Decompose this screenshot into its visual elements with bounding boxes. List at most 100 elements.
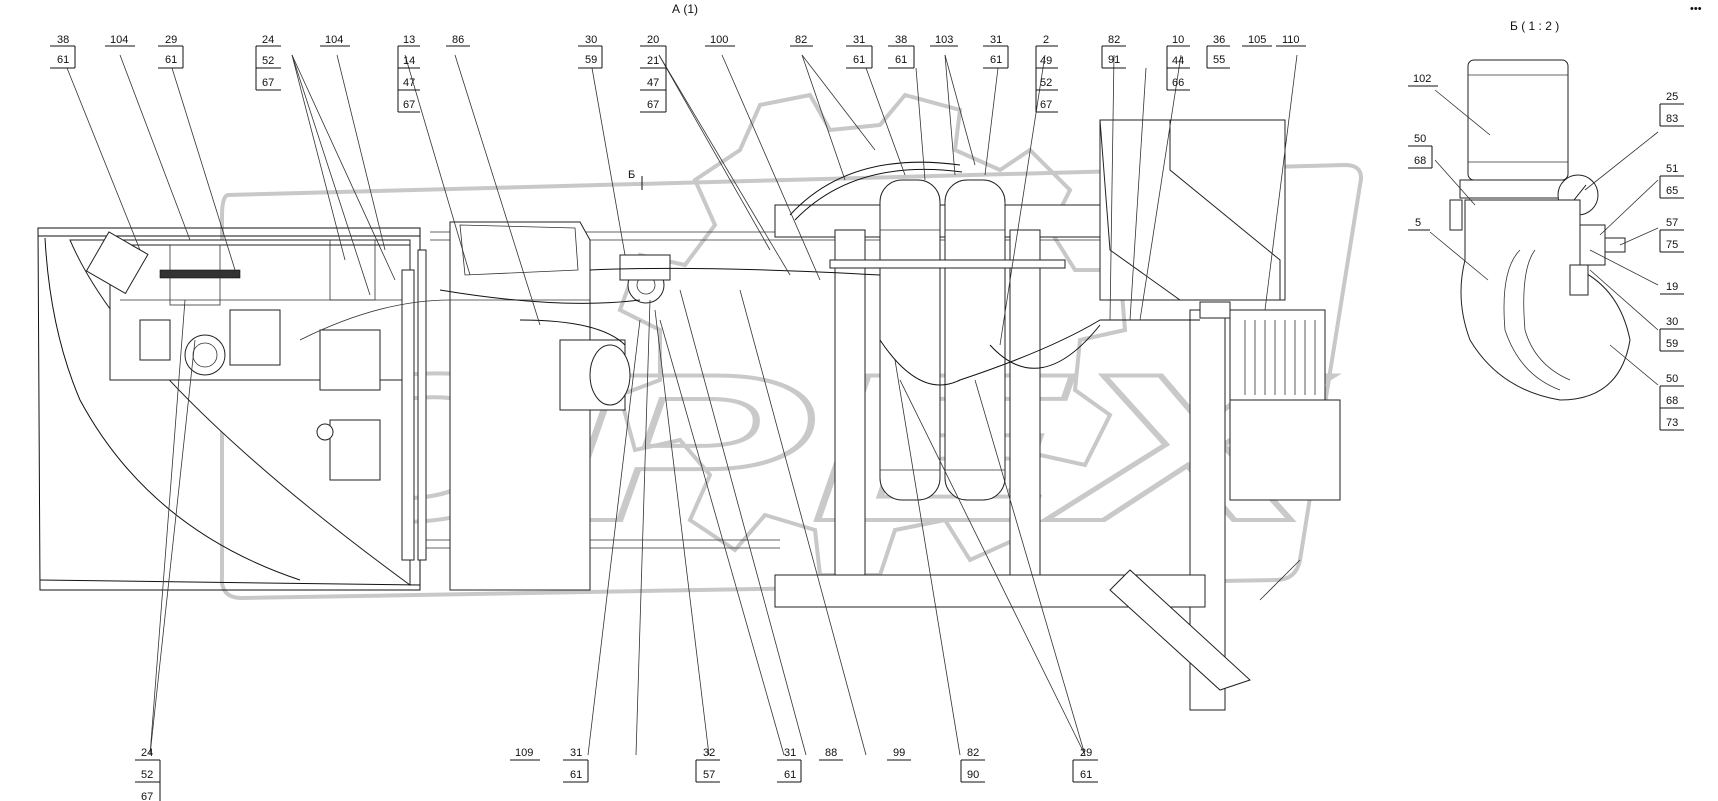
motor-fins	[1244, 320, 1316, 395]
callout-24a: 24 52 67	[255, 34, 281, 91]
callout-86: 86	[446, 34, 470, 47]
svg-text:21: 21	[647, 55, 659, 67]
svg-text:61: 61	[57, 54, 69, 66]
callout-104b: 104	[320, 34, 350, 47]
svg-text:61: 61	[895, 54, 907, 66]
callout-d50a: 50 68	[1408, 133, 1433, 169]
svg-text:51: 51	[1666, 163, 1678, 175]
svg-text:65: 65	[1666, 185, 1678, 197]
svg-text:82: 82	[795, 34, 807, 46]
callout-36: 36 55	[1206, 34, 1230, 69]
svg-text:50: 50	[1666, 373, 1678, 385]
svg-text:14: 14	[403, 55, 415, 67]
callout-b88: 88	[819, 747, 843, 761]
callout-d19: 19	[1660, 281, 1684, 295]
callout-b31b: 31 61	[777, 747, 802, 783]
svg-text:47: 47	[403, 77, 415, 89]
svg-text:59: 59	[1666, 338, 1678, 350]
callout-d5: 5	[1408, 217, 1430, 231]
callout-30a: 30 59	[578, 34, 603, 69]
main-assembly-view	[37, 119, 1341, 711]
svg-text:75: 75	[1666, 239, 1678, 251]
watermark-text: OPEX	[265, 330, 1335, 565]
svg-text:82: 82	[1108, 34, 1120, 46]
svg-text:31: 31	[990, 34, 1002, 46]
svg-text:31: 31	[570, 747, 582, 759]
callout-31a: 31 61	[846, 34, 873, 69]
svg-text:105: 105	[1248, 34, 1266, 46]
svg-text:50: 50	[1414, 133, 1426, 145]
svg-text:55: 55	[1213, 54, 1225, 66]
svg-text:67: 67	[647, 99, 659, 111]
main-view-label: А (1)	[672, 2, 698, 16]
svg-text:68: 68	[1414, 155, 1426, 167]
svg-text:86: 86	[452, 34, 464, 46]
callout-b99: 99	[887, 747, 911, 761]
svg-text:67: 67	[1040, 99, 1052, 111]
callout-2: 2 49 52 67	[1035, 34, 1058, 113]
svg-text:82: 82	[967, 747, 979, 759]
svg-text:52: 52	[262, 55, 274, 67]
detail-view-label: Б ( 1 : 2 )	[1510, 19, 1559, 33]
svg-text:29: 29	[165, 34, 177, 46]
callout-d25: 25 83	[1659, 91, 1684, 127]
callout-100: 100	[705, 34, 735, 47]
svg-text:30: 30	[1666, 316, 1678, 328]
svg-text:110: 110	[1282, 34, 1300, 46]
svg-text:67: 67	[262, 77, 274, 89]
svg-text:100: 100	[710, 34, 728, 46]
svg-text:30: 30	[585, 34, 597, 46]
callout-38: 38 61	[50, 34, 76, 69]
callout-b109: 109	[510, 747, 540, 761]
svg-text:57: 57	[703, 769, 715, 781]
svg-text:29: 29	[1080, 747, 1092, 759]
svg-text:61: 61	[1080, 769, 1092, 781]
callout-82b: 82 91	[1101, 34, 1126, 69]
svg-text:73: 73	[1666, 417, 1678, 429]
svg-text:104: 104	[110, 34, 128, 46]
svg-text:24: 24	[262, 34, 274, 46]
svg-text:13: 13	[403, 34, 415, 46]
callout-d50b: 50 68 73	[1659, 373, 1684, 431]
leader-lines	[66, 54, 1659, 756]
svg-text:44: 44	[1172, 55, 1184, 67]
callout-29a: 29 61	[158, 34, 184, 69]
section-marker-label: Б	[628, 169, 635, 181]
svg-text:49: 49	[1040, 55, 1052, 67]
callout-d57: 57 75	[1659, 217, 1684, 253]
svg-text:102: 102	[1413, 73, 1431, 85]
watermark: OPEX	[219, 92, 1363, 601]
callout-105: 105	[1242, 34, 1272, 47]
callout-103: 103	[930, 34, 958, 47]
callout-38b: 38 61	[888, 34, 915, 69]
svg-text:52: 52	[141, 769, 153, 781]
svg-text:103: 103	[935, 34, 953, 46]
svg-text:61: 61	[165, 54, 177, 66]
callout-b24: 24 52 67	[135, 747, 161, 801]
callout-d102: 102	[1408, 73, 1438, 87]
svg-text:31: 31	[853, 34, 865, 46]
callout-d30: 30 59	[1659, 316, 1684, 352]
svg-text:24: 24	[141, 747, 153, 759]
svg-text:67: 67	[403, 99, 415, 111]
callout-104a: 104	[105, 34, 135, 47]
callout-110: 110	[1276, 34, 1306, 47]
svg-text:2: 2	[1043, 34, 1049, 46]
svg-text:57: 57	[1666, 217, 1678, 229]
svg-text:61: 61	[570, 769, 582, 781]
svg-text:109: 109	[515, 747, 533, 759]
svg-text:104: 104	[325, 34, 343, 46]
svg-text:67: 67	[141, 791, 153, 801]
callout-b29: 29 61	[1072, 747, 1098, 783]
svg-text:32: 32	[703, 747, 715, 759]
svg-text:66: 66	[1172, 77, 1184, 89]
callout-82a: 82	[790, 34, 813, 47]
callout-b82: 82 90	[960, 747, 985, 783]
svg-text:83: 83	[1666, 113, 1678, 125]
svg-text:61: 61	[784, 769, 796, 781]
svg-text:52: 52	[1040, 77, 1052, 89]
svg-text:36: 36	[1213, 34, 1225, 46]
callout-d51: 51 65	[1659, 163, 1684, 199]
callout-13: 13 14 47 67	[397, 34, 420, 113]
callout-20: 20 21 47 67	[640, 34, 667, 113]
